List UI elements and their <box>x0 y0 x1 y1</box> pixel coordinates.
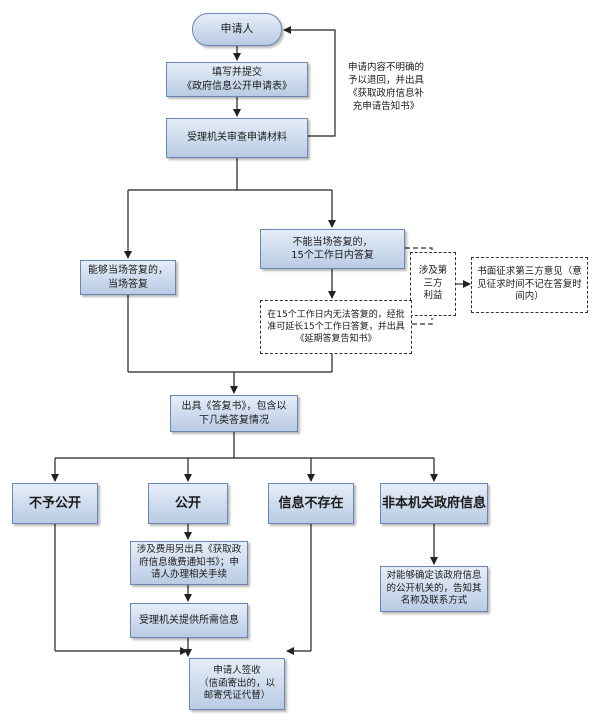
node-written-third-party-opinion: 书面征求第三方意见（意 见征求时间不记在答复时 间内） <box>471 257 588 313</box>
node-review-materials: 受理机关审查申请材料 <box>166 118 308 158</box>
node-info-not-exist: 信息不存在 <box>268 483 354 524</box>
node-reply-within-15-days: 不能当场答复的， 15个工作日内答复 <box>260 229 405 269</box>
node-issue-reply-letter: 出具《答复书》，包含以 下几类答复情况 <box>170 395 298 432</box>
node-third-party-interest: 涉及第 三方 利益 <box>410 252 456 316</box>
node-not-this-agency-info: 非本机关政府信息 <box>380 483 488 524</box>
node-inform-agency-contact: 对能够确定该政府信息 的公开机关的，告知其 名称及联系方式 <box>380 566 488 612</box>
node-fee-notice: 涉及费用另出具《获取政 府信息缴费通知书》；申 请人办理相关手续 <box>130 541 248 585</box>
node-extension-notice: 在15个工作日内无法答复的，经批 准可延长15个工作日答复，并出具 《延期答复告… <box>260 300 412 354</box>
node-no-disclosure: 不予公开 <box>12 483 98 524</box>
node-applicant-signs: 申请人签收 （信函寄出的，以 邮寄凭证代替） <box>189 658 285 710</box>
node-disclose: 公开 <box>148 483 228 524</box>
node-provide-information: 受理机关提供所需信息 <box>130 603 248 638</box>
node-applicant: 申请人 <box>192 13 282 46</box>
note-return-request: 申请内容不明确的 予以退回，并出具 《获取政府信息补 充申请告知书》 <box>347 62 424 112</box>
node-immediate-reply: 能够当场答复的， 当场答复 <box>80 260 176 295</box>
node-submit-form: 填写并提交 《政府信息公开申请表》 <box>166 62 308 97</box>
